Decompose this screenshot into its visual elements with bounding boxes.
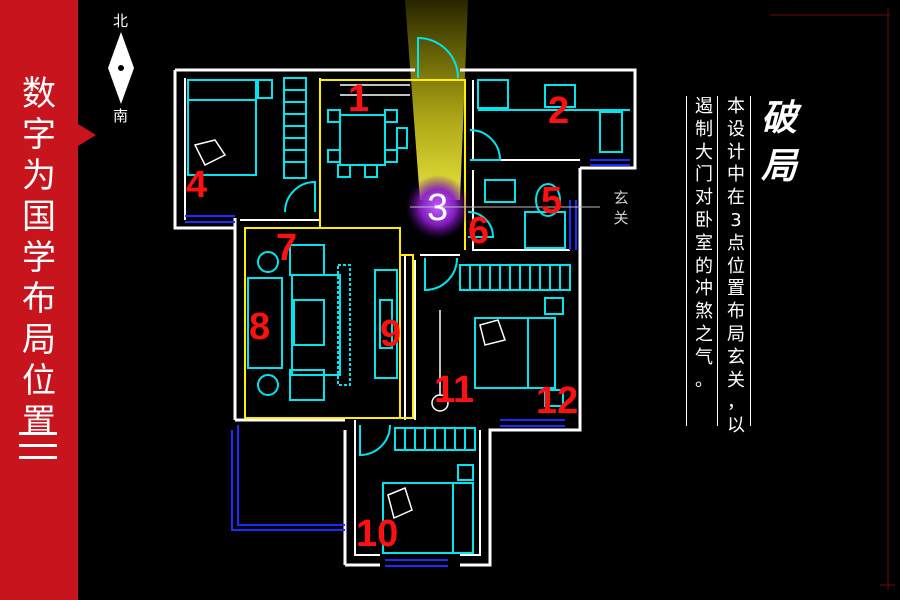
room-number-9: 9 <box>380 313 402 355</box>
room-number-12: 12 <box>536 380 579 422</box>
windows <box>185 159 630 567</box>
room-number-7: 7 <box>276 227 298 269</box>
sidebar-title: 数字为国学布局位置 <box>22 74 56 442</box>
description-heading: 破局 <box>760 97 797 187</box>
room-number-10: 10 <box>356 513 399 555</box>
outer-walls <box>173 68 637 567</box>
sidebar-panel: 数字为国学布局位置 <box>0 0 78 600</box>
xuanguan-label: 玄关 <box>613 189 629 227</box>
room-number-8: 8 <box>249 306 271 348</box>
decorative-frame <box>770 8 895 590</box>
divider-line <box>750 96 751 426</box>
menu-lines-icon <box>19 432 57 468</box>
compass-icon <box>108 32 134 104</box>
room-number-3: 3 <box>427 187 449 229</box>
room-number-1: 1 <box>348 78 370 120</box>
room-number-4: 4 <box>186 164 208 206</box>
room-number-5: 5 <box>541 180 563 222</box>
furniture <box>187 77 630 554</box>
door-arcs <box>284 36 502 457</box>
divider-line <box>717 96 718 426</box>
room-number-6: 6 <box>468 210 490 252</box>
light-beam <box>405 0 468 200</box>
sidebar-arrow-icon <box>78 124 96 146</box>
room-number-2: 2 <box>548 90 570 132</box>
room-number-11: 11 <box>434 369 475 411</box>
compass-north-label: 北 <box>113 12 129 30</box>
description-line-2: 遏制大门对卧室的冲煞之气。 <box>695 96 713 391</box>
compass-south-label: 南 <box>113 107 129 125</box>
divider-line <box>686 96 687 426</box>
furniture-details <box>193 84 506 520</box>
